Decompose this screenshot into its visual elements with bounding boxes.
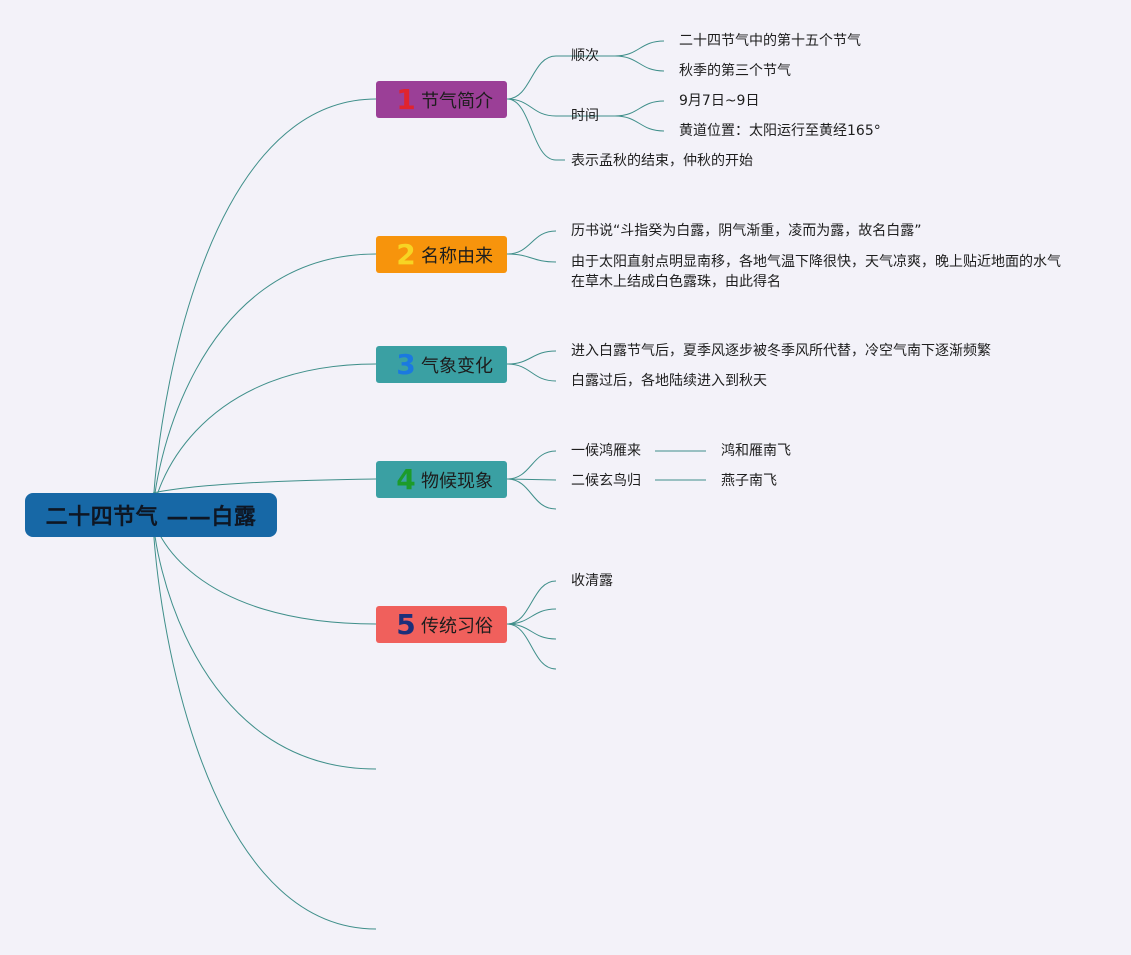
topic-weather[interactable]: 白露过后，各地陆续进入到秋天 [571,373,767,389]
link-b1-order-2 [614,55,665,72]
topic-custom[interactable]: 收清露 [571,573,613,589]
link-b1-order [506,55,557,100]
link-b1-time [506,98,557,117]
topic-time-item[interactable]: 9月7日~9日 [679,93,760,109]
branch-topic-2[interactable]: 2 名称由来 [376,236,507,273]
branch-label: 传统习俗 [421,615,493,637]
topic-weather[interactable]: 进入白露节气后，夏季风逐步被冬季风所代替，冷空气南下逐渐频繁 [571,343,991,359]
branch-topic-4[interactable]: 4 物候现象 [376,461,507,498]
topic-order[interactable]: 顺次 [571,48,599,64]
topic-time[interactable]: 时间 [571,108,599,124]
topic-time-item[interactable]: 黄道位置：太阳运行至黄经165° [679,123,881,139]
branch-topic-3[interactable]: 3 气象变化 [376,346,507,383]
link-b4-3 [506,478,557,510]
topic-phenology-detail[interactable]: 鸿和雁南飞 [721,443,791,459]
link-b1-time-1 [614,100,665,117]
topic-order-item[interactable]: 秋季的第三个节气 [679,63,791,79]
topic-phenology[interactable]: 一候鸿雁来 [571,443,641,459]
root-link-2 [152,253,377,516]
link-b4-2 [506,478,557,481]
topic-phenology-detail[interactable]: 燕子南飞 [721,473,777,489]
link-b2-1 [506,230,557,255]
branch-number: 4 [396,462,416,496]
branch-number: 5 [396,607,416,641]
branch-topic-1[interactable]: 1 节气简介 [376,81,507,118]
topic-order-item[interactable]: 二十四节气中的第十五个节气 [679,33,861,49]
link-b2-2 [506,253,557,263]
link-b1-meaning [506,98,557,161]
branch-label: 物候现象 [421,470,493,492]
root-link-6 [152,514,377,770]
branch-label: 气象变化 [421,355,493,377]
branch-number: 2 [396,237,416,271]
link-b1-time-2 [614,115,665,132]
root-title: 二十四节气 ——白露 [45,505,257,530]
link-b5-3 [506,623,557,640]
root-link-1 [152,98,377,516]
branch-label: 节气简介 [421,90,493,112]
topic-name-origin[interactable]: 历书说“斗指癸为白露，阴气渐重，凌而为露，故名白露” [571,223,922,239]
root-topic[interactable]: 二十四节气 ——白露 [25,493,277,537]
link-b4-1 [506,450,557,480]
link-b5-1 [506,580,557,625]
root-link-4 [152,478,377,494]
link-b5-4 [506,623,557,670]
topic-name-origin[interactable]: 由于太阳直射点明显南移，各地气温下降很快，天气凉爽，晚上贴近地面的水气在草木上结… [571,254,1061,290]
link-b1-order-1 [614,40,665,57]
link-b3-2 [506,363,557,382]
root-link-7 [152,514,377,930]
link-b3-1 [506,350,557,365]
branch-number: 3 [396,347,416,381]
topic-phenology[interactable]: 二候玄鸟归 [571,473,641,489]
branch-label: 名称由来 [421,245,493,267]
link-b5-2 [506,608,557,625]
branch-number: 1 [396,82,416,116]
branch-topic-5[interactable]: 5 传统习俗 [376,606,507,643]
topic-meaning[interactable]: 表示孟秋的结束，仲秋的开始 [571,153,753,169]
